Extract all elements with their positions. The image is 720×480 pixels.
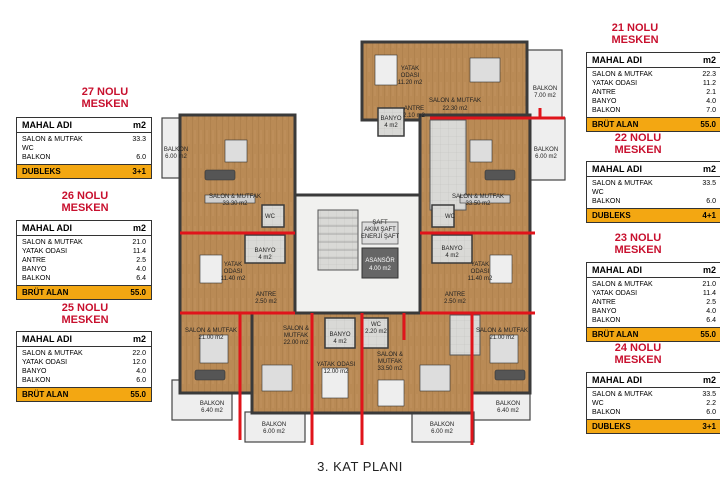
svg-text:YATAK: YATAK bbox=[224, 262, 242, 268]
svg-text:SALON & MUTFAK: SALON & MUTFAK bbox=[185, 328, 237, 334]
svg-text:YATAK: YATAK bbox=[401, 66, 419, 72]
svg-text:22.30 m2: 22.30 m2 bbox=[442, 106, 468, 112]
floors bbox=[178, 40, 532, 415]
svg-text:BANYO: BANYO bbox=[441, 246, 462, 252]
svg-text:BALKON: BALKON bbox=[496, 401, 520, 407]
svg-text:YATAK: YATAK bbox=[471, 262, 489, 268]
svg-text:4 m2: 4 m2 bbox=[258, 255, 272, 261]
svg-text:YATAK ODASI: YATAK ODASI bbox=[317, 362, 356, 368]
svg-text:WC: WC bbox=[265, 214, 276, 220]
svg-text:BANYO: BANYO bbox=[329, 332, 350, 338]
svg-text:2.20 m2: 2.20 m2 bbox=[365, 329, 387, 335]
svg-text:6.00 m2: 6.00 m2 bbox=[165, 154, 187, 160]
unit-partitions bbox=[180, 108, 565, 445]
svg-text:11.40 m2: 11.40 m2 bbox=[221, 276, 246, 282]
svg-text:SALON & MUTFAK: SALON & MUTFAK bbox=[209, 194, 261, 200]
svg-text:33.30 m2: 33.30 m2 bbox=[222, 201, 248, 207]
svg-text:2.10 m2: 2.10 m2 bbox=[403, 113, 425, 119]
svg-text:ODASI: ODASI bbox=[471, 269, 490, 275]
svg-text:SALON & MUTFAK: SALON & MUTFAK bbox=[476, 328, 528, 334]
svg-text:7.00 m2: 7.00 m2 bbox=[534, 93, 556, 99]
svg-text:33.50 m2: 33.50 m2 bbox=[465, 201, 491, 207]
svg-text:BALKON: BALKON bbox=[534, 147, 558, 153]
svg-text:6.00 m2: 6.00 m2 bbox=[535, 154, 557, 160]
svg-text:BALKON: BALKON bbox=[430, 422, 454, 428]
svg-text:21.00 m2: 21.00 m2 bbox=[198, 335, 224, 341]
wet-rooms bbox=[244, 107, 473, 349]
svg-text:ENERJİ ŞAFT: ENERJİ ŞAFT bbox=[361, 233, 400, 240]
furniture bbox=[194, 54, 526, 407]
svg-text:6.00 m2: 6.00 m2 bbox=[431, 429, 453, 435]
svg-text:SALON &: SALON & bbox=[283, 326, 309, 332]
svg-text:SALON & MUTFAK: SALON & MUTFAK bbox=[429, 98, 481, 104]
svg-text:2.50 m2: 2.50 m2 bbox=[255, 299, 277, 305]
svg-text:ANTRE: ANTRE bbox=[445, 292, 465, 298]
svg-text:6.40 m2: 6.40 m2 bbox=[201, 408, 223, 414]
room-labels: YATAK ODASI 11.20 m2 SALON & MUTFAK 22.3… bbox=[164, 66, 558, 435]
svg-text:33.50 m2: 33.50 m2 bbox=[377, 366, 403, 372]
svg-text:21.00 m2: 21.00 m2 bbox=[489, 335, 515, 341]
svg-text:AKIM ŞAFT: AKIM ŞAFT bbox=[364, 227, 396, 233]
svg-text:ŞAFT: ŞAFT bbox=[372, 220, 388, 226]
svg-text:4.00 m2: 4.00 m2 bbox=[369, 266, 391, 272]
balconies bbox=[161, 49, 566, 443]
svg-text:WC: WC bbox=[445, 214, 456, 220]
svg-text:BANYO: BANYO bbox=[254, 248, 275, 254]
svg-text:BANYO: BANYO bbox=[380, 116, 401, 122]
svg-text:11.40 m2: 11.40 m2 bbox=[468, 276, 493, 282]
svg-text:ANTRE: ANTRE bbox=[404, 106, 424, 112]
svg-text:BALKON: BALKON bbox=[200, 401, 224, 407]
svg-text:WC: WC bbox=[371, 322, 382, 328]
svg-text:22.00 m2: 22.00 m2 bbox=[283, 340, 309, 346]
svg-text:MUTFAK: MUTFAK bbox=[284, 333, 308, 339]
svg-text:MUTFAK: MUTFAK bbox=[378, 359, 402, 365]
svg-text:4 m2: 4 m2 bbox=[384, 123, 398, 129]
svg-text:4 m2: 4 m2 bbox=[333, 339, 347, 345]
svg-text:ASANSÖR: ASANSÖR bbox=[365, 257, 395, 264]
svg-text:12.00 m2: 12.00 m2 bbox=[323, 369, 349, 375]
svg-text:ANTRE: ANTRE bbox=[256, 292, 276, 298]
svg-text:SALON &: SALON & bbox=[377, 352, 403, 358]
svg-text:11.20 m2: 11.20 m2 bbox=[398, 80, 423, 86]
svg-text:ODASI: ODASI bbox=[224, 269, 243, 275]
core bbox=[293, 119, 481, 356]
svg-text:4 m2: 4 m2 bbox=[445, 253, 459, 259]
svg-text:SALON & MUTFAK: SALON & MUTFAK bbox=[452, 194, 504, 200]
plan-title: 3. KAT PLANI bbox=[317, 459, 403, 474]
svg-text:6.00 m2: 6.00 m2 bbox=[263, 429, 285, 435]
svg-text:BALKON: BALKON bbox=[262, 422, 286, 428]
svg-text:6.40 m2: 6.40 m2 bbox=[497, 408, 519, 414]
svg-text:2.50 m2: 2.50 m2 bbox=[444, 299, 466, 305]
svg-text:ODASI: ODASI bbox=[401, 73, 420, 79]
svg-text:BALKON: BALKON bbox=[533, 86, 557, 92]
svg-text:BALKON: BALKON bbox=[164, 147, 188, 153]
